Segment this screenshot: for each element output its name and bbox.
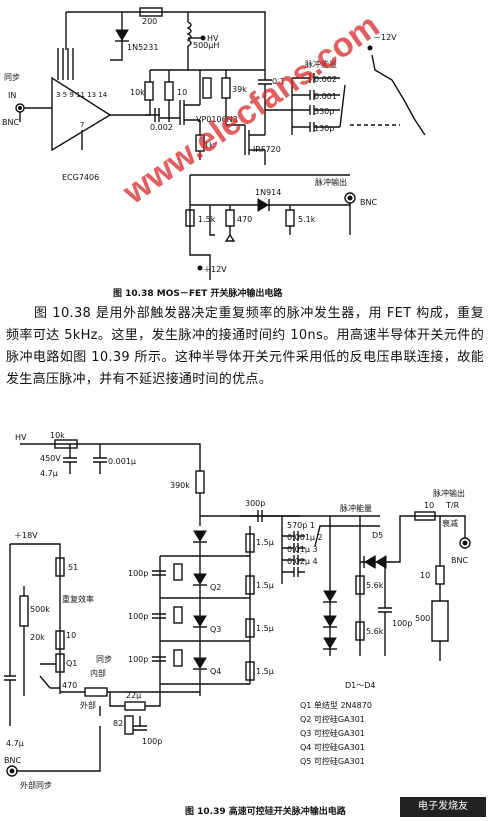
legend-q5: Q5 可控硅GA301 bbox=[300, 756, 365, 766]
caption-fig-10-39: 图 10.39 高速可控硅开关脉冲输出电路 bbox=[185, 805, 347, 817]
label-pulse-out2: 脉冲输出 bbox=[433, 488, 465, 498]
label-f1: 570p 1 bbox=[287, 521, 315, 530]
label-r10k: 10k bbox=[130, 88, 145, 97]
label-15u-a: 1.5μ bbox=[256, 538, 274, 547]
caption-fig-10-38: 图 10.38 MOS－FET 开关脉冲输出电路 bbox=[113, 287, 283, 299]
label-pulse-out: 脉冲输出 bbox=[315, 177, 347, 187]
label-4u7b: 4.7μ bbox=[6, 739, 24, 748]
label-r500: 500 bbox=[415, 614, 430, 623]
site-logo: 电子发烧友 bbox=[400, 797, 486, 817]
label-r56k-b: 5.6k bbox=[366, 627, 384, 636]
label-c100p-b: 100p bbox=[128, 612, 148, 621]
label-r1k: 1k bbox=[204, 141, 214, 150]
label-rep-rate: 重复效率 bbox=[62, 594, 94, 604]
legend-q1: Q1 单结型 2N4870 bbox=[300, 700, 372, 710]
label-r10k2: 10k bbox=[50, 431, 65, 440]
label-15u-d: 1.5μ bbox=[256, 667, 274, 676]
label-450v: 450V bbox=[40, 454, 61, 463]
label-r22u: 22μ bbox=[126, 691, 141, 700]
label-e3: 330p bbox=[314, 107, 334, 116]
label-r10b: 10 bbox=[420, 571, 430, 580]
label-tr: T/R bbox=[445, 501, 460, 510]
label-in: IN bbox=[8, 91, 16, 100]
label-bnc2: BNC bbox=[451, 556, 468, 565]
label-e4: 130p bbox=[314, 124, 334, 133]
label-f3: 0.01μ 3 bbox=[287, 545, 318, 554]
label-c0001: 0.001μ bbox=[108, 457, 136, 466]
label-r470-2: 470 bbox=[62, 681, 77, 690]
label-plus18v: ＋18V bbox=[14, 531, 38, 540]
label-zener: 1N5231 bbox=[127, 43, 158, 52]
label-hv: HV bbox=[207, 34, 219, 43]
label-r470: 470 bbox=[237, 215, 252, 224]
label-15u-c: 1.5μ bbox=[256, 624, 274, 633]
label-sync2: 同步 bbox=[96, 655, 112, 664]
label-q1: Q1 bbox=[66, 659, 77, 668]
label-r500k: 500k bbox=[30, 605, 50, 614]
label-e2: 0.001 bbox=[314, 92, 337, 101]
label-c100p-a: 100p bbox=[128, 569, 148, 578]
label-d1d4: D1～D4 bbox=[345, 681, 376, 690]
label-f2: 0.001μ 2 bbox=[287, 533, 323, 542]
label-pulse-energy2: 脉冲能量 bbox=[340, 503, 372, 513]
label-r10-out: 10 bbox=[424, 501, 434, 510]
figure-10-38-schematic: 200 1N5231 500μH HV －12V 同步 IN BNC 3 5 9… bbox=[2, 7, 426, 299]
label-c100p-c: 100p bbox=[128, 655, 148, 664]
label-bnc-out: BNC bbox=[360, 198, 377, 207]
label-bnc-ext: BNC bbox=[4, 756, 21, 765]
label-15u-b: 1.5μ bbox=[256, 581, 274, 590]
legend-q3: Q3 可控硅GA301 bbox=[300, 728, 365, 738]
label-r10a: 10 bbox=[66, 631, 76, 640]
label-r390k: 390k bbox=[170, 481, 190, 490]
parts-legend: Q1 单结型 2N4870 Q2 可控硅GA301 Q3 可控硅GA301 Q4… bbox=[300, 700, 372, 766]
label-ext-sync: 外部同步 bbox=[20, 780, 52, 790]
label-r56k-a: 5.6k bbox=[366, 581, 384, 590]
legend-q2: Q2 可控硅GA301 bbox=[300, 714, 365, 724]
label-plus12v: ＋12V bbox=[203, 265, 227, 274]
label-c0002: 0.002 bbox=[150, 123, 173, 132]
label-pulse-energy: 脉冲能量 bbox=[305, 59, 337, 69]
paragraph-text: 图 10.38 是用外部触发器决定重复频率的脉冲发生器，用 FET 构成，重复频… bbox=[6, 306, 484, 387]
label-damping: 衰减 bbox=[442, 518, 458, 528]
label-pin7: 7 bbox=[80, 121, 84, 129]
label-q3: Q3 bbox=[210, 625, 221, 634]
label-r15k: 1.5k bbox=[198, 215, 216, 224]
label-vp0106: VP0106N3 bbox=[196, 115, 238, 124]
label-d5: D5 bbox=[372, 531, 383, 540]
label-c100p-d: 100p bbox=[142, 737, 162, 746]
label-q4: Q4 bbox=[210, 667, 221, 676]
label-irf720: IRF720 bbox=[253, 145, 281, 154]
label-r51: 51 bbox=[68, 563, 78, 572]
label-r39k: 39k bbox=[232, 85, 247, 94]
label-diode: 1N914 bbox=[255, 188, 281, 197]
label-c300p: 300p bbox=[245, 499, 265, 508]
label-hv2: HV bbox=[15, 433, 27, 442]
label-r20k: 20k bbox=[30, 633, 45, 642]
label-r10: 10 bbox=[177, 88, 187, 97]
label-ic: ECG7406 bbox=[62, 173, 99, 182]
label-4u7: 4.7μ bbox=[40, 469, 58, 478]
label-pins: 3 5 9 11 13 14 bbox=[56, 91, 108, 99]
label-bnc-in: BNC bbox=[2, 118, 19, 127]
label-c01: 0.1 bbox=[272, 77, 285, 86]
label-e1: 0.002 bbox=[314, 75, 337, 84]
label-external: 外部 bbox=[80, 700, 96, 710]
label-minus12v: －12V bbox=[373, 33, 397, 42]
figure-10-39-schematic: HV 10k 450V 4.7μ 0.001μ 390k 300p 570p 1… bbox=[4, 431, 471, 817]
energy-caps bbox=[292, 73, 330, 132]
label-c100p: 100p bbox=[392, 619, 412, 628]
label-inductor: 500μH bbox=[193, 41, 219, 50]
label-f4: 0.02μ 4 bbox=[287, 557, 318, 566]
label-q2: Q2 bbox=[210, 583, 221, 592]
label-internal: 内部 bbox=[90, 668, 106, 678]
legend-q4: Q4 可控硅GA301 bbox=[300, 742, 365, 752]
label-r51k: 5.1k bbox=[298, 215, 316, 224]
energy-caps-2 bbox=[282, 531, 305, 577]
label-r200: 200 bbox=[142, 17, 157, 26]
label-r82: 82 bbox=[113, 719, 123, 728]
output-diodes bbox=[323, 590, 337, 650]
body-paragraph: 图 10.38 是用外部触发器决定重复频率的脉冲发生器，用 FET 构成，重复频… bbox=[6, 303, 484, 391]
label-sync: 同步 bbox=[4, 73, 20, 82]
